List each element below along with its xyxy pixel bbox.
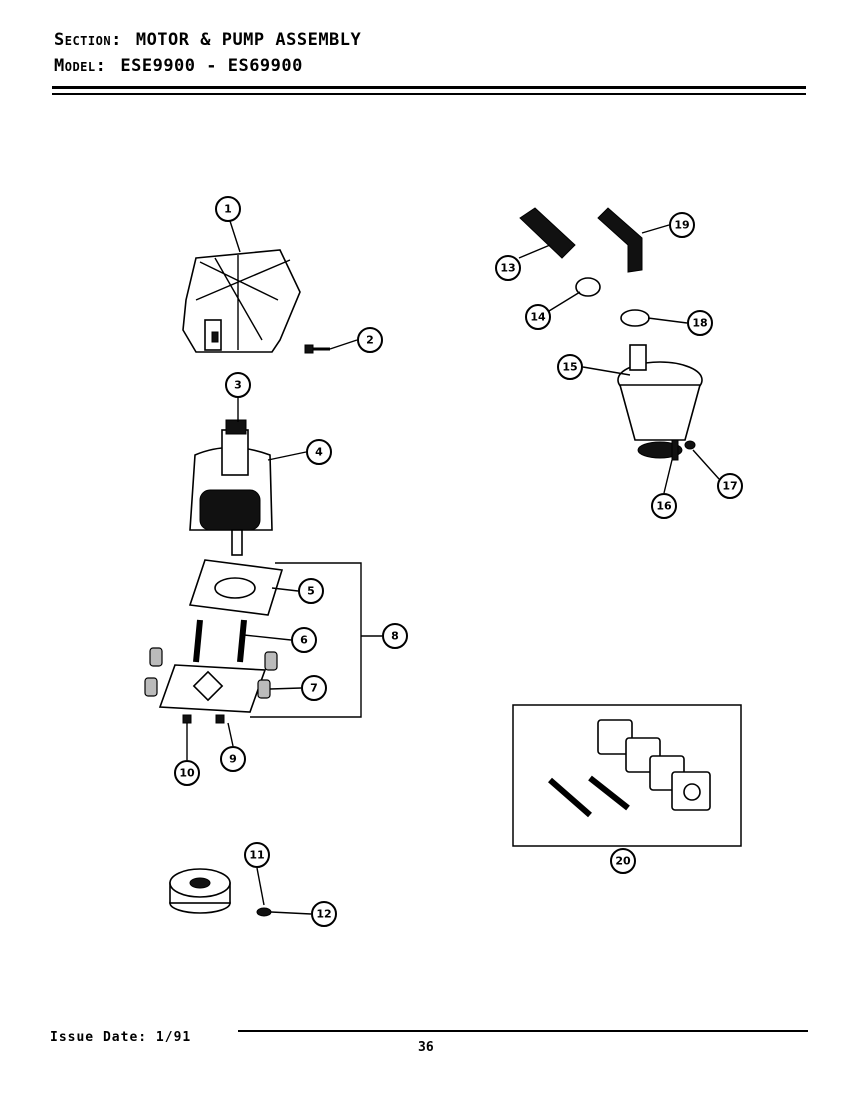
set-screw-part (256, 907, 272, 917)
svg-text:16: 16 (656, 500, 672, 513)
callout-12: 12 (311, 901, 337, 927)
callout-8: 8 (382, 623, 408, 649)
callout-13: 13 (495, 255, 521, 281)
svg-text:3: 3 (234, 379, 242, 392)
svg-text:18: 18 (692, 317, 707, 330)
pump-washer-part (684, 440, 696, 450)
nuts-part (182, 714, 225, 724)
svg-text:5: 5 (307, 585, 315, 598)
motor-part (189, 419, 273, 556)
callout-20: 20 (610, 848, 636, 874)
callout-5: 5 (298, 578, 324, 604)
svg-text:2: 2 (366, 334, 374, 347)
pump-part (617, 344, 703, 459)
footer-rule (238, 1030, 808, 1032)
section-label: Section: (54, 30, 122, 50)
callout-10: 10 (174, 760, 200, 786)
svg-text:11: 11 (249, 849, 264, 862)
bumpers-part (144, 647, 278, 699)
svg-text:12: 12 (316, 908, 331, 921)
screw-part (304, 344, 330, 354)
mounting-plate-part (188, 559, 284, 616)
hose-clamp-part (620, 309, 650, 327)
header-rule-thick (52, 86, 806, 89)
header-rule-thin (52, 93, 806, 95)
svg-text:15: 15 (562, 361, 577, 374)
model-label: Model: (54, 56, 107, 76)
callout-2: 2 (357, 327, 383, 353)
svg-text:7: 7 (310, 682, 318, 695)
repair-kit-part (548, 719, 711, 818)
svg-text:4: 4 (315, 446, 323, 459)
svg-text:9: 9 (229, 753, 237, 766)
svg-text:17: 17 (722, 480, 737, 493)
svg-text:14: 14 (530, 311, 546, 324)
section-header: Section: MOTOR & PUMP ASSEMBLY (54, 30, 361, 50)
callout-14: 14 (525, 304, 551, 330)
motor-cover-part (182, 249, 301, 353)
svg-text:1: 1 (224, 203, 232, 216)
callout-18: 18 (687, 310, 713, 336)
callout-11: 11 (244, 842, 270, 868)
svg-text:20: 20 (615, 855, 631, 868)
svg-text:19: 19 (674, 219, 689, 232)
svg-text:6: 6 (300, 634, 308, 647)
callout-1: 1 (215, 196, 241, 222)
clamp-part (575, 277, 601, 297)
svg-text:8: 8 (391, 630, 399, 643)
callout-4: 4 (306, 439, 332, 465)
callout-17: 17 (717, 473, 743, 499)
assembly-bracket-line (250, 562, 362, 718)
base-bracket-part (158, 664, 267, 713)
model-header: Model: ESE9900 - ES69900 (54, 56, 303, 76)
leader-lines (186, 220, 720, 915)
callout-16: 16 (651, 493, 677, 519)
hoses-part (519, 207, 643, 273)
callout-3: 3 (225, 372, 251, 398)
issue-date: Issue Date: 1/91 (50, 1030, 192, 1045)
springs-part (193, 619, 247, 663)
callout-19: 19 (669, 212, 695, 238)
model-numbers: ESE9900 - ES69900 (120, 56, 303, 76)
svg-text:13: 13 (500, 262, 515, 275)
callout-7: 7 (301, 675, 327, 701)
page-number: 36 (418, 1040, 434, 1055)
pulley-part (169, 868, 231, 914)
svg-text:10: 10 (179, 767, 195, 780)
pump-screw-part (671, 439, 679, 461)
callout-6: 6 (291, 627, 317, 653)
section-title: MOTOR & PUMP ASSEMBLY (135, 30, 362, 50)
callout-15: 15 (557, 354, 583, 380)
callout-9: 9 (220, 746, 246, 772)
